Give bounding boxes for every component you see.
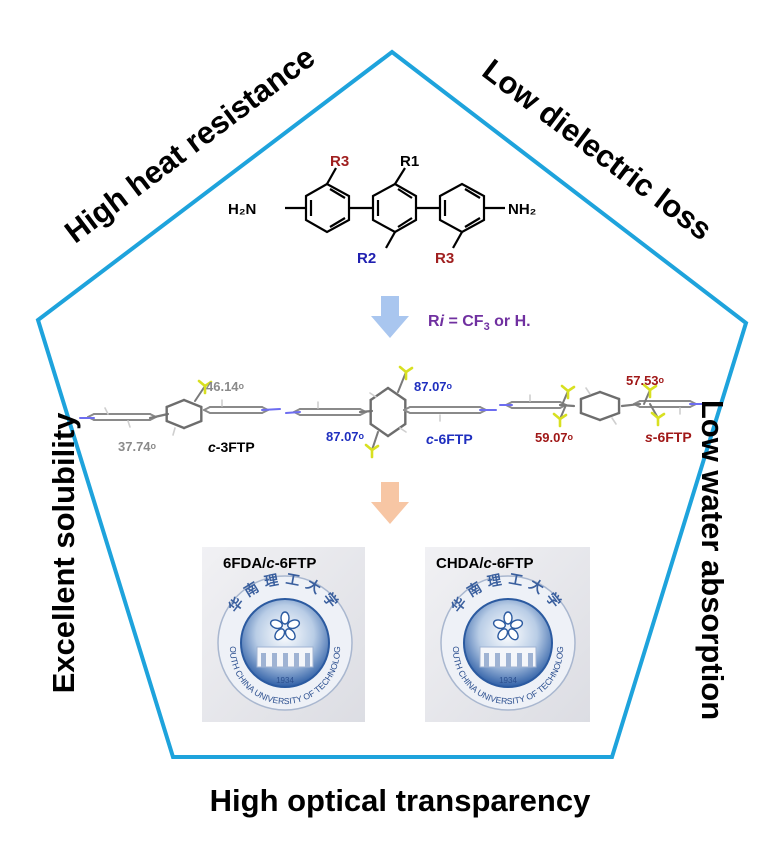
property-right: Low water absorption [695,399,730,721]
down-arrow-blue [371,296,409,338]
logo-gate-arch [272,653,277,667]
bond [598,411,621,422]
label-s6ftp: s-6FTP [645,429,692,445]
bond [598,390,621,401]
logo-petal [497,628,509,641]
conformer-c6ftp-labels: 87.07o 87.07o c-6FTP [326,379,473,447]
bond [369,392,377,398]
r1-label: R1 [400,153,419,170]
substituent-note: Ri = CF3 or H. [428,313,531,333]
bond [386,422,407,438]
middle-benzene-ring [371,182,418,234]
note-prefix: R [428,313,440,330]
logo-gate-arch [261,653,266,667]
note-italic-i: i [440,313,445,330]
pentagon-outline [35,49,749,759]
conformer-s6ftp-labels: 57.53o 59.07o s-6FTP [535,373,692,445]
angle-c6ftp-top: 87.07o [414,379,453,394]
logo-petal [510,619,524,630]
note-eq: = CF [444,313,484,330]
bond [403,409,411,414]
angle-c6ftp-bottom: 87.07o [326,429,365,444]
right-benzene-ring [438,182,486,234]
down-arrow-orange [371,482,409,524]
bond [148,412,170,420]
film-label-6fda: 6FDA/c-6FTP [223,555,316,572]
angle-c3ftp-top: 46.14o [206,379,245,394]
bond [559,404,567,420]
bond [386,386,407,402]
property-left: Excellent solubility [46,412,81,694]
bond [371,431,379,451]
note-sub: 3 [484,321,490,333]
logo-gate-arch [517,653,522,667]
angle-s6ftp-bottom: 59.07o [535,430,574,445]
bond [579,411,602,422]
bond [203,409,211,414]
logo-year: 1934 [499,676,517,685]
r2-label: R2 [357,250,376,267]
conformer-c3ftp-labels: 46.14o 37.74o c-3FTP [118,379,255,455]
note-rest: or H. [490,313,531,330]
conformer-models [79,365,707,459]
bond [399,427,407,433]
bond [560,384,570,393]
bond [182,419,203,430]
logo-gate-arch [283,653,288,667]
logo-gate-arch [495,653,500,667]
bond [197,379,207,388]
bond [182,398,203,409]
film-label-chda: CHDA/c-6FTP [436,555,534,572]
label-c3ftp: c-3FTP [208,439,255,455]
r3-bottom-label: R3 [435,250,454,267]
bond [398,365,408,374]
logo-year: 1934 [276,676,294,685]
logo-petal [280,611,290,625]
bond [194,385,206,402]
bond [369,386,390,402]
r3-top-label: R3 [330,153,349,170]
bond [364,443,374,452]
logo-petal [503,611,513,625]
logo-petal [507,628,519,641]
bond [585,387,591,395]
logo-petal [269,619,283,630]
bond [620,402,642,408]
label-c6ftp: c-6FTP [426,431,473,447]
logo-gate-arch [294,653,299,667]
logo-petal [492,619,506,630]
bond [611,417,617,425]
bond [369,422,390,438]
amine-right-label: NH₂ [508,201,536,218]
bond [165,419,186,430]
bond [285,411,301,414]
bond [104,407,109,415]
bond [261,408,281,411]
bond [642,383,652,392]
bond [397,371,407,393]
logo-petal [274,628,286,641]
bond [172,427,176,436]
bond [579,390,602,401]
logo-gate-arch [506,653,511,667]
logo-gate-arch [528,653,533,667]
logo-gate-arch [305,653,310,667]
angle-s6ftp-top: 57.53o [626,373,665,388]
bond [127,420,131,428]
property-bottom: High optical transparency [209,783,591,818]
angle-c3ftp-bottom: 37.74o [118,439,157,454]
bond [165,398,186,409]
terphenyl-diamine-structure [285,167,505,249]
logo-petal [284,628,296,641]
logo-gate-arch [484,653,489,667]
bond [650,411,660,420]
bond [552,412,562,421]
left-benzene-ring [304,182,351,234]
logo-petal [287,619,301,630]
amine-left-label: H₂N [228,201,256,218]
